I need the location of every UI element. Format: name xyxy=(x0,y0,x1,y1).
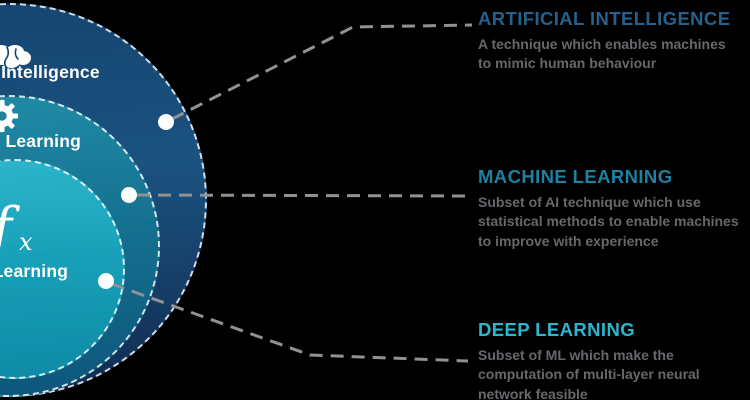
dl-connector-line xyxy=(111,282,469,363)
ml-circle-label: Machine Learning xyxy=(0,131,81,151)
annotation-description: A technique which enables machines to mi… xyxy=(478,36,726,72)
ml-marker-dot xyxy=(121,187,137,203)
annotation-description: Subset of AI technique which use statist… xyxy=(478,194,739,249)
annotation-title: DEEP LEARNING xyxy=(478,319,635,340)
ml-connector-line xyxy=(136,193,471,198)
function-icon-f: ƒ xyxy=(0,196,12,259)
annotation-title: ARTIFICIAL INTELLIGENCE xyxy=(478,8,731,29)
dl-circle-label: Deep Learning xyxy=(0,261,69,281)
ai-circle-label: Artificial Intelligence xyxy=(0,62,100,82)
annotation-artificial-intelligence: ARTIFICIAL INTELLIGENCE A technique whic… xyxy=(478,8,750,74)
annotation-title: MACHINE LEARNING xyxy=(478,166,673,187)
annotation-description: Subset of ML which make the computation … xyxy=(478,347,700,400)
function-icon: ƒ x xyxy=(0,196,56,268)
function-icon-x: x xyxy=(19,228,33,256)
brain-icon xyxy=(0,45,31,69)
ai-connector-line xyxy=(171,23,473,121)
annotation-deep-learning: DEEP LEARNING Subset of ML which make th… xyxy=(478,319,750,400)
annotation-machine-learning: MACHINE LEARNING Subset of AI technique … xyxy=(478,166,750,251)
ai-marker-dot xyxy=(158,114,174,130)
dl-marker-dot xyxy=(98,273,114,289)
gear-icon xyxy=(0,99,19,133)
